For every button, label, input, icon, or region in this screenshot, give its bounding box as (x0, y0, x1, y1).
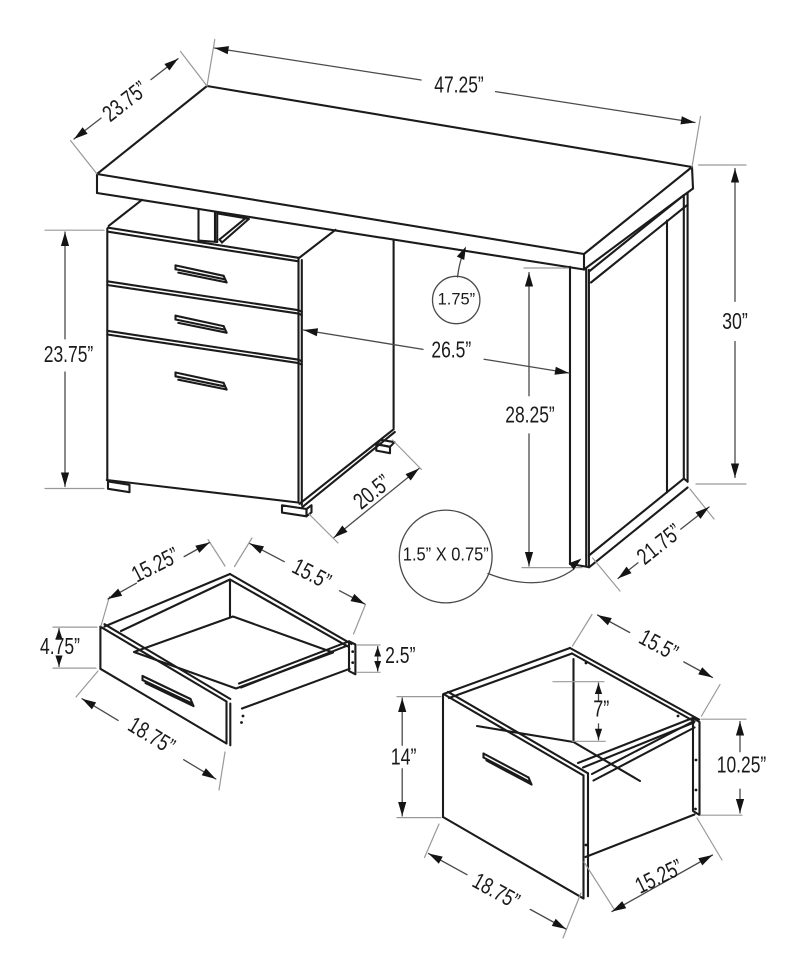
svg-text:23.75”: 23.75” (44, 341, 94, 367)
svg-text:10.25”: 10.25” (717, 752, 767, 778)
svg-text:2.5”: 2.5” (385, 642, 415, 668)
svg-text:14”: 14” (391, 744, 417, 770)
svg-text:47.25”: 47.25” (434, 72, 484, 98)
svg-text:1.75”: 1.75” (438, 290, 476, 309)
svg-text:7”: 7” (593, 696, 609, 722)
svg-text:4.75”: 4.75” (40, 633, 80, 659)
svg-text:26.5”: 26.5” (431, 337, 471, 363)
svg-text:28.25”: 28.25” (505, 402, 555, 428)
svg-text:1.5” X 0.75”: 1.5” X 0.75” (403, 545, 489, 565)
svg-text:30”: 30” (722, 308, 748, 334)
